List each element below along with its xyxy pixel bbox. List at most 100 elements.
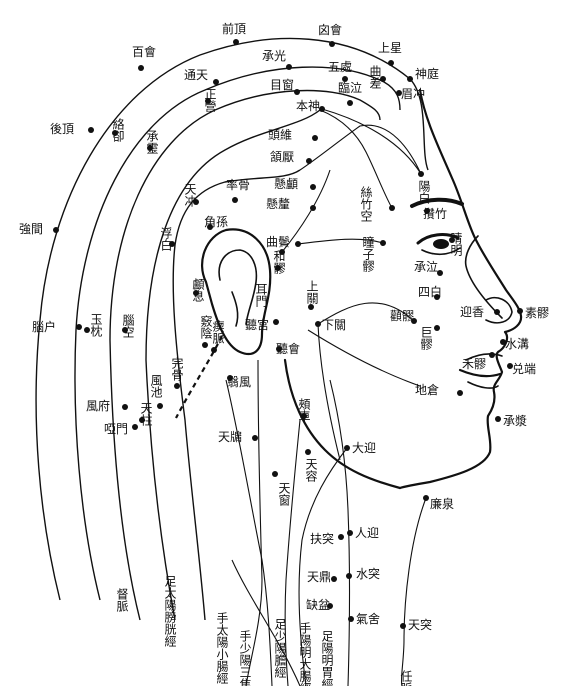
acupoint-tianchuang (272, 471, 278, 477)
acupoint-label-naokong: 腦空 (121, 313, 135, 338)
acupoint-wangu (174, 383, 180, 389)
acupoint-label-shuigou: 水溝 (505, 337, 529, 351)
acupoint-daying (344, 445, 350, 451)
acupoint-tianding (331, 576, 337, 582)
acupoint-label-jiaosun: 角孫 (204, 215, 228, 229)
acupoint-label-futu: 扶突 (310, 531, 334, 546)
acupoint-yingxiang (494, 309, 500, 315)
acupoint-chimai (211, 347, 217, 353)
acupoint-label-muchuang: 目窗 (270, 78, 294, 92)
acupoint-hanyan (306, 158, 312, 164)
acupoint-label-xuanli: 懸釐 (266, 196, 290, 211)
acupoint-label-fengchi: 風池 (149, 374, 163, 398)
acupoint-chengqi (437, 270, 443, 276)
acupoint-sibai (434, 294, 440, 300)
acupoint-label-chengqi: 承泣 (414, 259, 438, 274)
acupoint-label-xiaguan: 下關 (322, 318, 346, 332)
acupoint-label-heliao-nose: 禾髎 (462, 357, 486, 371)
acupoint-label-tianchong: 天冲 (183, 183, 197, 208)
acupoint-luxi (193, 290, 199, 296)
acupoint-tianchong (193, 199, 199, 205)
acupoint-label-chengling: 承靈 (145, 130, 159, 154)
acupoint-heliao-nose (489, 352, 495, 358)
head-outline (398, 88, 523, 490)
meridian-labels: 督脈足太陽膀胱經手太陽小腸經手少陽三焦經足少陽膽經手陽明大腸經足陽明胃經任脈 (115, 575, 413, 686)
acupoint-label-daying: 大迎 (352, 441, 376, 455)
acupoint-label-renying: 人迎 (355, 526, 379, 540)
acupoint-yamen (132, 424, 138, 430)
acupoint-fengchi (157, 403, 163, 409)
acupoint-quepen (327, 603, 333, 609)
acupoint-label-yingxiang: 迎香 (460, 305, 484, 319)
acupoint-tongziliao (380, 240, 386, 246)
acupoint-wuchu (342, 76, 348, 82)
acupoint-label-fubai: 浮白 (159, 227, 173, 251)
acupoint-label-shangxing: 上星 (378, 41, 402, 55)
acupoint-shuitu (346, 573, 352, 579)
meridian-label-gallbladder: 足少陽膽經 (273, 618, 287, 678)
acupoint-label-tianchuang: 天窗 (277, 482, 291, 507)
acupoint-label-qiangjian: 強間 (19, 222, 43, 236)
acupoint-quanliao (411, 318, 417, 324)
acupoint-chengguang (286, 64, 292, 70)
acupoint-label-naohu: 腦户 (32, 319, 56, 334)
acupoint-label-quepen: 缺盆 (306, 597, 330, 612)
acupoint-qiaoyin (202, 342, 208, 348)
acupoint-label-yifeng: 翳風 (227, 375, 251, 389)
acupoint-label-qubin: 曲鬢 (266, 234, 290, 249)
acupoint-label-fengfu: 風府 (86, 398, 110, 413)
acupoint-naohu (76, 324, 82, 330)
acupoint-jiaosun (207, 224, 213, 230)
acupoint-houding (88, 127, 94, 133)
acupoint-naokong (122, 327, 128, 333)
meridian-label-small-intestine: 手太陽小腸經 (215, 612, 229, 684)
acupoint-xinhui (329, 41, 335, 47)
acupoint-label-sibai: 四白 (418, 284, 442, 299)
acupoint-label-linqi: 臨泣 (338, 80, 362, 95)
acupoint-heliao (279, 249, 285, 255)
meridian-label-du: 督脈 (115, 587, 129, 613)
acupoint-label-yangbai: 陽白 (417, 180, 431, 204)
neck-meridian-lines (225, 108, 427, 686)
acupoint-luoque (112, 130, 118, 136)
acupoint-label-xuanlu: 懸顱 (274, 176, 298, 191)
acupoint-label-tiantu: 天突 (408, 617, 432, 632)
acupoint-jingming (449, 237, 455, 243)
acupoint-yuzhen (84, 327, 90, 333)
acupoint-label-shangguan: 上關 (305, 280, 319, 304)
acupoint-label-jiache: 頰車 (297, 398, 311, 423)
acupoint-fubai (169, 241, 175, 247)
acupoint-label-qucha: 曲差 (368, 65, 382, 89)
acupoint-xiaguan (315, 321, 321, 327)
acupoint-qishe (348, 616, 354, 622)
acupoint-meichong (396, 90, 402, 96)
acupoint-label-yamen: 啞門 (104, 422, 128, 436)
acupoint-futu (338, 534, 344, 540)
acupoint-label-juliao: 巨髎 (419, 326, 433, 351)
acupoint-zanzhu (424, 208, 430, 214)
point-labels: 百會前頂囟會上星神庭後頂強間腦户風府啞門通天承光五處曲差眉冲絡卻玉枕天柱承靈正營… (19, 21, 549, 632)
acupoint-touwei (312, 135, 318, 141)
meridian-label-ren: 任脈 (399, 670, 413, 686)
acupoint-shenting (407, 76, 413, 82)
acupoint-qiangjian (53, 227, 59, 233)
acupoint-duiduan (507, 363, 513, 369)
acupoint-label-yuzhen: 玉枕 (89, 313, 103, 337)
acupoint-label-tianrong: 天容 (304, 458, 318, 483)
acupoint-label-touwei: 頭維 (268, 128, 292, 142)
acupoint-label-wangu: 完骨 (170, 356, 184, 381)
acupoint-linqi (347, 100, 353, 106)
acupoint-label-benshen: 本神 (296, 99, 320, 113)
acupoint-label-chengguang: 承光 (262, 49, 286, 63)
acupoint-label-shenting: 神庭 (415, 66, 439, 81)
acupoint-tinggong (273, 319, 279, 325)
acupoint-tianrong (305, 449, 311, 455)
acupoint-label-tongziliao: 瞳子髎 (361, 235, 375, 273)
acupoint-qucha (380, 76, 386, 82)
acupoint-label-qiaoyin: 竅陰 (199, 314, 213, 340)
acupoint-label-shuitu: 水突 (356, 566, 380, 581)
acupoint-zhengying (205, 98, 211, 104)
acupoint-sizhukong (389, 205, 395, 211)
acupoint-lianquan (423, 495, 429, 501)
acupoint-label-luxi: 顱息 (191, 277, 205, 302)
